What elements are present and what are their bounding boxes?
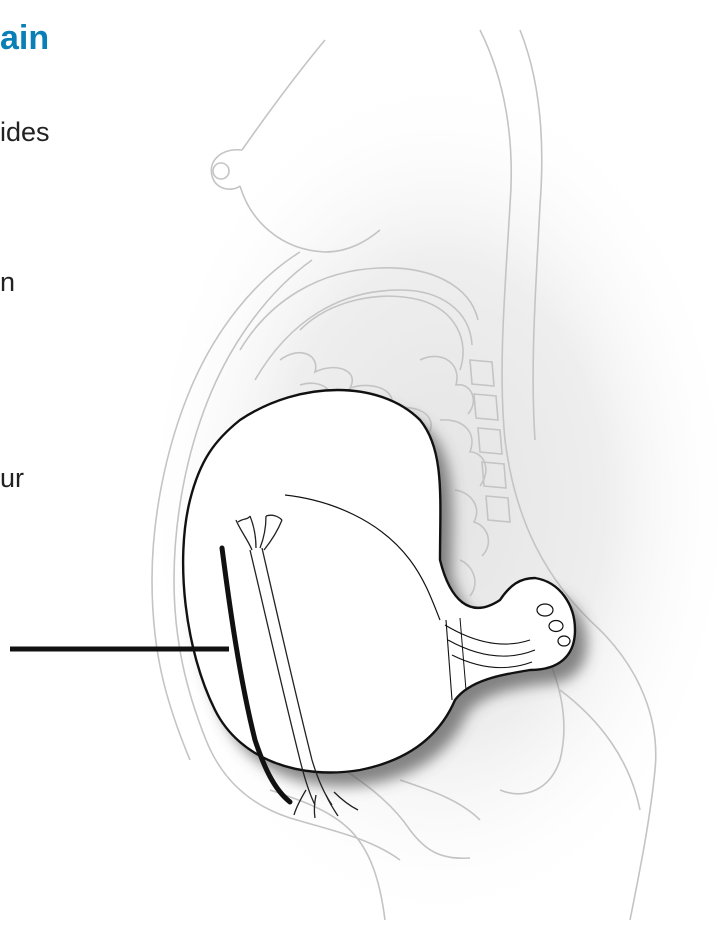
anatomy-illustration <box>0 0 718 930</box>
